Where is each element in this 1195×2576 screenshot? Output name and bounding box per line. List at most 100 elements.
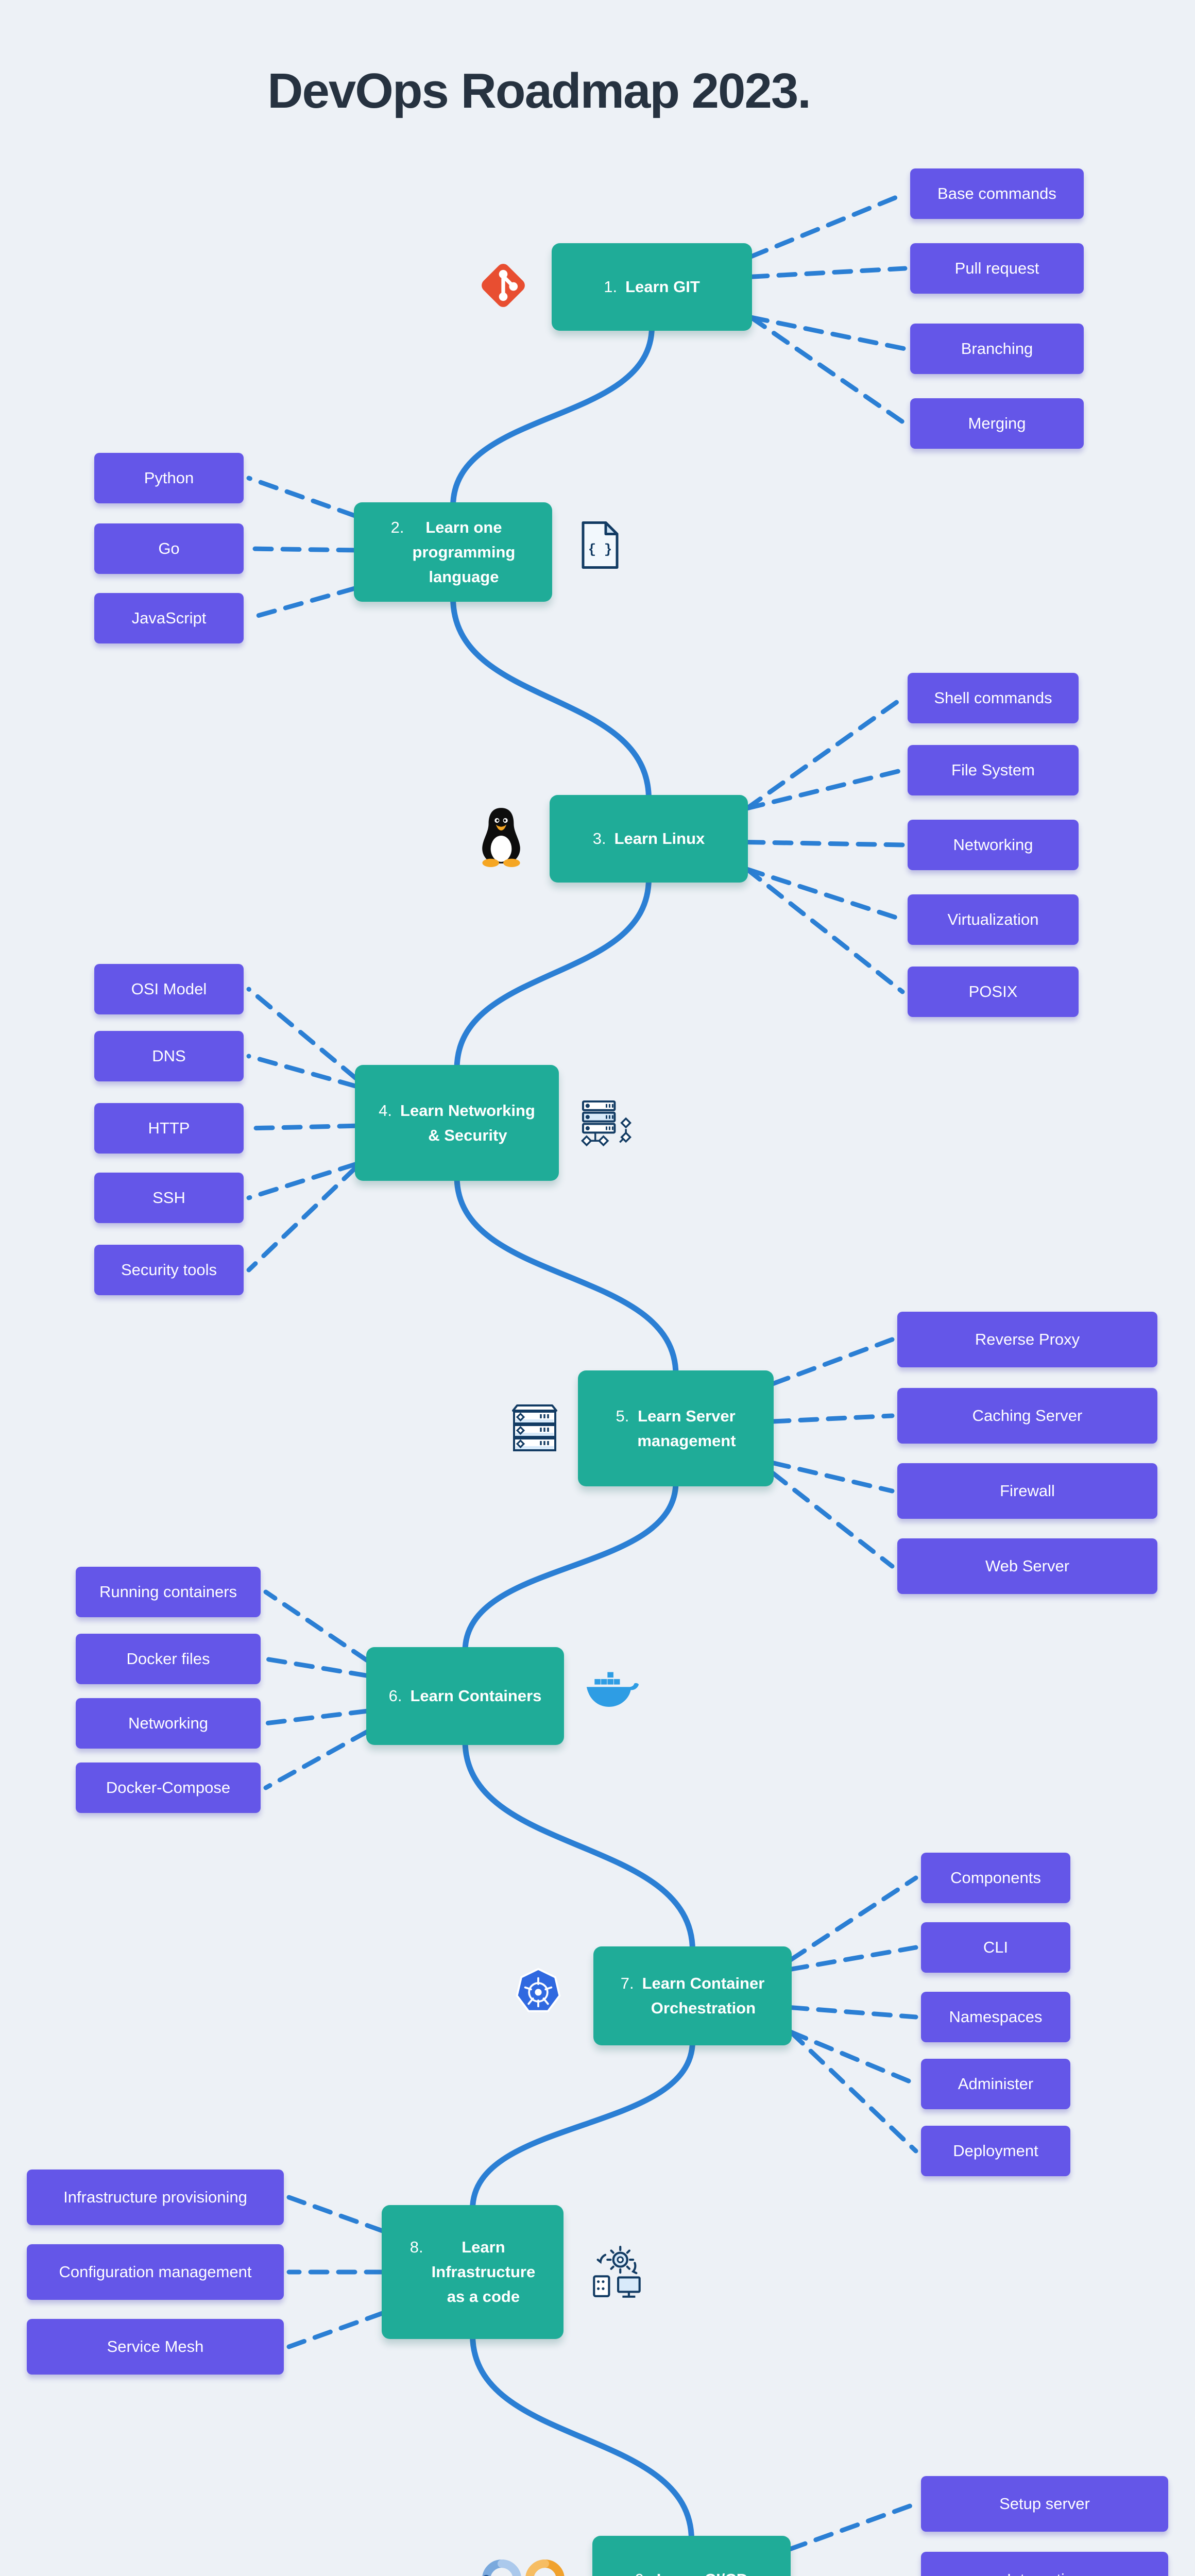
satellite-label: SSH xyxy=(152,1189,185,1207)
node-title: Learn Containers xyxy=(410,1687,542,1705)
node-number: 9. xyxy=(635,2567,648,2576)
satellite-docker-compose: Docker-Compose xyxy=(76,1762,261,1813)
satellite-namespaces: Namespaces xyxy=(921,1992,1070,2042)
server-rack-icon xyxy=(509,1403,560,1456)
git-icon xyxy=(476,259,530,312)
satellite-label: Infrastructure provisioning xyxy=(63,2188,247,2206)
satellite-label: Security tools xyxy=(121,1261,217,1279)
satellite-setup-server: Setup server xyxy=(921,2476,1168,2532)
node-number: 3. xyxy=(592,829,606,848)
svg-text:{ }: { } xyxy=(588,542,612,557)
node-title: Learn Linux xyxy=(614,829,705,848)
docker-whale-icon xyxy=(585,1669,640,1717)
satellite-label: Namespaces xyxy=(949,2008,1043,2026)
satellite-dns: DNS xyxy=(94,1031,244,1081)
node-title: Learn Container Orchestration xyxy=(642,1974,765,2017)
node-title: Learn Server management xyxy=(637,1406,736,1450)
node-number: 2. xyxy=(390,518,404,536)
node-title: Learn one programming language xyxy=(412,518,516,586)
satellite-security-tools: Security tools xyxy=(94,1245,244,1295)
satellite-shell-commands: Shell commands xyxy=(908,673,1079,723)
satellite-components: Components xyxy=(921,1853,1070,1903)
satellite-infrastructure-provisioning: Infrastructure provisioning xyxy=(27,2170,284,2225)
satellite-label: Python xyxy=(144,469,194,487)
node-number: 8. xyxy=(409,2238,423,2256)
satellite-ssh: SSH xyxy=(94,1173,244,1223)
satellite-caching-server: Caching Server xyxy=(897,1388,1157,1444)
satellite-label: Shell commands xyxy=(934,689,1052,707)
satellite-virtualization: Virtualization xyxy=(908,894,1079,945)
node-title: Learn CI/CD xyxy=(657,2567,748,2576)
satellite-label: Service Mesh xyxy=(107,2337,204,2355)
satellite-deployment: Deployment xyxy=(921,2126,1070,2176)
satellite-go: Go xyxy=(94,523,244,574)
satellite-label: Web Server xyxy=(985,1557,1070,1575)
satellite-branching: Branching xyxy=(910,324,1084,374)
satellite-http: HTTP xyxy=(94,1103,244,1154)
satellite-cli: CLI xyxy=(921,1922,1070,1973)
node-learn-server: 5. Learn Server management xyxy=(578,1370,774,1486)
satellite-label: Merging xyxy=(968,414,1026,432)
satellite-configuration-management: Configuration management xyxy=(27,2244,284,2300)
satellite-label: HTTP xyxy=(148,1119,190,1137)
satellite-label: Reverse Proxy xyxy=(975,1330,1080,1348)
node-number: 1. xyxy=(604,278,618,296)
satellite-label: Virtualization xyxy=(947,910,1039,928)
node-learn-one: 2. Learn one programming language xyxy=(354,502,552,602)
network-security-icon xyxy=(580,1098,634,1152)
satellite-label: DNS xyxy=(152,1047,186,1065)
satellite-pull-request: Pull request xyxy=(910,243,1084,294)
automation-gear-icon xyxy=(590,2245,644,2299)
satellite-label: Administer xyxy=(958,2075,1034,2093)
node-learn: 8. Learn Infrastructure as a code xyxy=(382,2205,564,2339)
satellite-javascript: JavaScript xyxy=(94,593,244,643)
satellite-label: File System xyxy=(951,761,1035,779)
node-number: 6. xyxy=(388,1687,402,1705)
satellite-label: Firewall xyxy=(1000,1482,1055,1500)
satellite-networking: Networking xyxy=(76,1698,261,1749)
satellite-firewall: Firewall xyxy=(897,1463,1157,1519)
node-title: Learn Networking & Security xyxy=(400,1101,535,1144)
satellite-label: Integration xyxy=(1000,2570,1090,2576)
satellite-label: POSIX xyxy=(968,982,1018,1001)
satellite-label: Branching xyxy=(961,340,1033,358)
satellite-label: Running containers xyxy=(99,1583,237,1601)
satellite-osi-model: OSI Model xyxy=(94,964,244,1014)
satellite-label: Setup server xyxy=(999,2495,1090,2513)
node-learn-ci-cd: 9. Learn CI/CD xyxy=(592,2536,791,2576)
satellite-service-mesh: Service Mesh xyxy=(27,2319,284,2375)
node-title: Learn GIT xyxy=(625,278,700,296)
flow-path xyxy=(450,324,695,2576)
satellite-docker-files: Docker files xyxy=(76,1634,261,1684)
satellite-label: Components xyxy=(950,1869,1041,1887)
satellite-networking: Networking xyxy=(908,820,1079,870)
page-title: DevOps Roadmap 2023. xyxy=(267,63,811,119)
node-learn-containers: 6. Learn Containers xyxy=(366,1647,564,1745)
satellite-label: Caching Server xyxy=(972,1406,1083,1425)
node-number: 5. xyxy=(616,1406,629,1425)
satellite-running-containers: Running containers xyxy=(76,1567,261,1617)
satellite-file-system: File System xyxy=(908,745,1079,795)
satellite-label: CLI xyxy=(983,1938,1009,1956)
satellite-label: Pull request xyxy=(954,259,1039,277)
satellite-label: JavaScript xyxy=(131,609,207,627)
node-number: 7. xyxy=(620,1974,634,1992)
kubernetes-icon xyxy=(514,1966,562,2018)
satellite-label: OSI Model xyxy=(131,980,207,998)
node-learn-container: 7. Learn Container Orchestration xyxy=(593,1946,792,2045)
satellite-integration: Integration xyxy=(921,2552,1168,2576)
cicd-loop-icon xyxy=(473,2554,574,2576)
satellite-label: Docker-Compose xyxy=(106,1778,231,1797)
node-title: Learn Infrastructure as a code xyxy=(431,2238,536,2306)
linux-tux-icon xyxy=(475,805,527,868)
satellite-python: Python xyxy=(94,453,244,503)
node-learn-linux: 3. Learn Linux xyxy=(550,795,748,883)
satellite-merging: Merging xyxy=(910,398,1084,449)
satellite-label: Networking xyxy=(128,1714,209,1732)
satellite-base-commands: Base commands xyxy=(910,168,1084,219)
satellite-posix: POSIX xyxy=(908,967,1079,1017)
node-number: 4. xyxy=(379,1101,392,1120)
satellite-label: Base commands xyxy=(937,184,1056,202)
satellite-label: Networking xyxy=(953,836,1033,854)
